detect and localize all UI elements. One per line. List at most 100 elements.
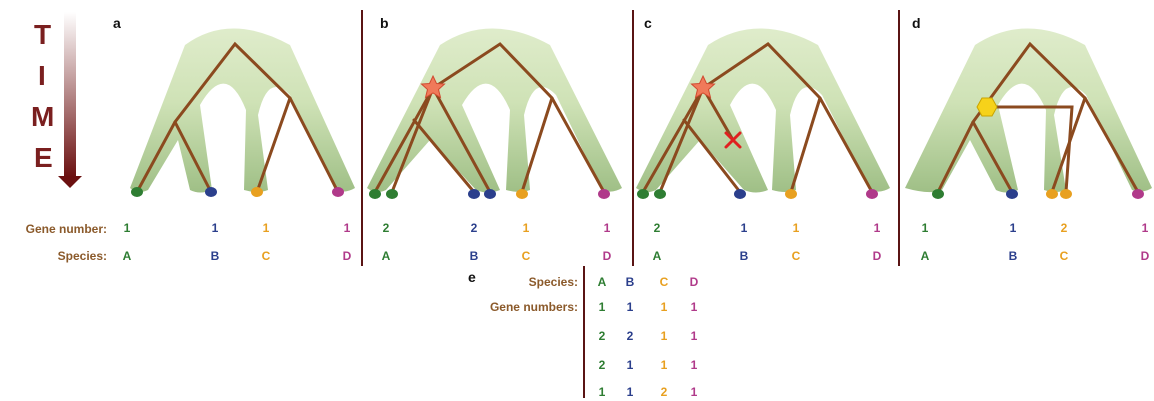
gene-number-c: 1 (523, 221, 530, 235)
species-c: C (1060, 249, 1069, 263)
table-cell: 1 (661, 329, 668, 343)
gene-tree-branches (641, 42, 874, 194)
gene-leaves (932, 189, 1144, 199)
gene-leaf-b (484, 189, 496, 199)
gene-leaf-d (332, 187, 344, 197)
species-b: B (1009, 249, 1018, 263)
panel-e-table: e Species: Gene numbers: A B C D 1 1 1 1… (468, 269, 699, 399)
species-b: B (740, 249, 749, 263)
species-a: A (123, 249, 132, 263)
gene-number-a: 1 (124, 221, 131, 235)
gene-leaves (131, 187, 344, 197)
gene-number-d: 1 (1142, 221, 1149, 235)
gene-number-d: 1 (604, 221, 611, 235)
table-cell: 1 (627, 385, 634, 399)
gene-number-b: 1 (1010, 221, 1017, 235)
gene-tree-branches (373, 42, 606, 194)
species-a: A (382, 249, 391, 263)
gene-leaf-d (866, 189, 878, 199)
panel-letter: b (380, 15, 389, 31)
table-species-b: B (626, 275, 635, 289)
table-species-d: D (690, 275, 699, 289)
gene-leaves (369, 189, 610, 199)
time-arrow-shaft (64, 12, 76, 177)
gene-loss-icon (724, 131, 742, 149)
table-row: 1 1 1 1 (599, 300, 698, 314)
table-cell: 1 (661, 300, 668, 314)
panel-letter: a (113, 15, 121, 31)
time-arrow-head (58, 176, 82, 188)
gene-leaf-b (1006, 189, 1018, 199)
time-letter-t: T (34, 19, 51, 50)
table-cell: 1 (599, 385, 606, 399)
table-species-label: Species: (529, 275, 578, 289)
panel-d: d 1 1 2 1 A B C D (905, 15, 1152, 263)
table-cell: 2 (599, 329, 606, 343)
table-row: 2 1 1 1 (599, 358, 698, 372)
gene-number-d: 1 (874, 221, 881, 235)
species-a: A (653, 249, 662, 263)
table-cell: 2 (661, 385, 668, 399)
table-species-c: C (660, 275, 669, 289)
gene-leaf-a (637, 189, 649, 199)
species-tree (636, 28, 890, 193)
species-c: C (522, 249, 531, 263)
species-c: C (262, 249, 271, 263)
time-letter-i: I (38, 60, 46, 91)
table-cell: 2 (599, 358, 606, 372)
table-cell: 1 (599, 300, 606, 314)
gene-number-b: 2 (471, 221, 478, 235)
gene-leaf-a (131, 187, 143, 197)
panel-letter: d (912, 15, 921, 31)
species-tree (905, 28, 1152, 193)
gene-leaf-c (251, 187, 263, 197)
gene-leaf-a (654, 189, 666, 199)
table-cell: 1 (691, 329, 698, 343)
gene-number-b: 1 (741, 221, 748, 235)
gene-number-a: 2 (383, 221, 390, 235)
gene-number-d: 1 (344, 221, 351, 235)
gene-number-b: 1 (212, 221, 219, 235)
panel-b: b 2 2 1 1 A B C D (367, 15, 622, 263)
table-cell: 1 (627, 358, 634, 372)
table-cell: 1 (627, 300, 634, 314)
panel-c: c 2 1 1 1 A B C D (636, 15, 890, 263)
table-gene-numbers-label: Gene numbers: (490, 300, 578, 314)
panel-letter: e (468, 269, 476, 285)
species-row-label: Species: (58, 249, 107, 263)
gene-number-c: 2 (1061, 221, 1068, 235)
duplication-star-icon (420, 74, 446, 99)
table-row: 2 2 1 1 (599, 329, 698, 343)
gene-leaf-a (369, 189, 381, 199)
gene-leaf-a (932, 189, 944, 199)
gene-leaf-c (516, 189, 528, 199)
gene-leaf-c (1060, 189, 1072, 199)
gene-leaf-b (734, 189, 746, 199)
species-d: D (1141, 249, 1150, 263)
time-letter-m: M (31, 101, 54, 132)
species-b: B (470, 249, 479, 263)
gene-tree-branches (936, 41, 1140, 194)
gene-number-a: 2 (654, 221, 661, 235)
gene-leaf-c (1046, 189, 1058, 199)
species-c: C (792, 249, 801, 263)
gene-leaf-b (468, 189, 480, 199)
gene-leaf-b (205, 187, 217, 197)
table-cell: 1 (661, 358, 668, 372)
panel-a: a 1 1 1 1 A B C D (113, 15, 355, 263)
table-cell: 1 (691, 358, 698, 372)
species-d: D (603, 249, 612, 263)
species-tree (367, 28, 622, 193)
gene-leaf-a (386, 189, 398, 199)
gene-leaf-d (598, 189, 610, 199)
gene-number-row-label: Gene number: (26, 222, 107, 236)
species-a: A (921, 249, 930, 263)
time-axis: T I M E (31, 12, 82, 188)
species-b: B (211, 249, 220, 263)
species-d: D (343, 249, 352, 263)
species-d: D (873, 249, 882, 263)
time-letter-e: E (34, 142, 53, 173)
gene-number-c: 1 (263, 221, 270, 235)
duplication-star-icon (690, 74, 716, 99)
